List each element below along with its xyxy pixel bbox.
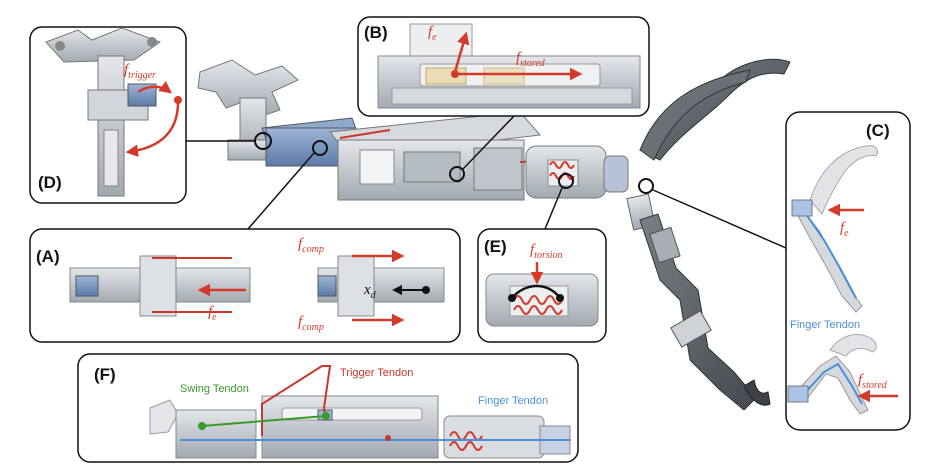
f-e-arrow-b <box>453 31 470 73</box>
finger-tendon-label-c: Finger Tendon <box>790 319 860 331</box>
swing-tendon-label: Swing Tendon <box>180 383 249 395</box>
f-comp-top-label: fcomp <box>298 236 324 255</box>
panel-e: ftorsion (E) <box>477 228 607 343</box>
panel-b-label: (B) <box>364 23 388 42</box>
swing-tendon-path <box>201 415 327 427</box>
panel-c-label: (C) <box>866 121 890 140</box>
central-assembly <box>186 58 791 411</box>
f-stored-label-b: fstored <box>516 50 546 69</box>
panel-c-top-finger <box>791 145 879 313</box>
swing-tendon-node-right <box>322 412 330 420</box>
x-d-label: xd <box>363 282 377 301</box>
panel-e-illustration <box>485 273 599 327</box>
f-trigger-label: ftrigger <box>124 62 156 81</box>
panel-f-illustration <box>149 395 571 459</box>
trigger-tendon-label: Trigger Tendon <box>340 367 413 379</box>
panel-d-label: (D) <box>38 173 62 192</box>
torsion-end-right <box>556 294 564 302</box>
panel-a-label: (A) <box>36 247 60 266</box>
panel-a: fe fcomp fcomp xd (A) <box>29 228 461 343</box>
x-d-origin <box>422 286 430 294</box>
torsion-arc <box>511 284 561 299</box>
panel-f-label: (F) <box>94 365 116 384</box>
main-housing <box>261 111 561 201</box>
trigger-force-point <box>174 96 182 104</box>
finger-tendon-node <box>385 435 391 441</box>
torsion-end-left <box>508 294 516 302</box>
f-torsion-label: ftorsion <box>530 242 563 261</box>
trigger-tendon-path <box>261 365 332 436</box>
panel-c-bottom-finger <box>787 334 877 415</box>
leader-lines <box>186 114 787 249</box>
f-stored-label-c: fstored <box>858 372 888 391</box>
f-comp-bottom-label: fcomp <box>298 314 324 333</box>
panel-a-left-illustration <box>69 255 251 317</box>
panel-f: Swing Tendon Trigger Tendon Finger Tendo… <box>77 353 579 463</box>
finger-chain <box>626 58 791 411</box>
panel-d: ftrigger (D) <box>29 26 187 204</box>
panel-d-illustration <box>45 27 162 197</box>
finger-tendon-label-f: Finger Tendon <box>478 395 548 407</box>
panel-a-right-illustration <box>317 255 445 317</box>
panel-c: fe Finger Tendon fstored (C) <box>785 111 911 431</box>
swing-tendon-node-left <box>198 422 206 430</box>
spring-barrel <box>525 145 629 199</box>
f-e-label-a: fe <box>208 304 217 323</box>
panel-e-label: (E) <box>484 237 507 256</box>
panel-b: fe fstored (B) <box>357 16 650 117</box>
force-origin-b <box>451 70 459 78</box>
f-e-label-c: fe <box>840 220 849 239</box>
trigger-rotation-arrow <box>137 81 173 94</box>
f-e-label-b: fe <box>428 24 437 43</box>
trigger-release-arrow <box>125 101 180 157</box>
